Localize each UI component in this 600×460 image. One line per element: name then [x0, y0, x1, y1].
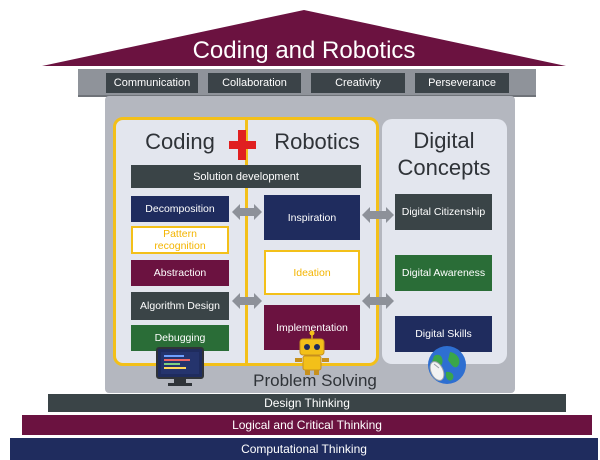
double-arrow-icon — [232, 293, 262, 309]
computational-thinking-layer: Computational Thinking — [10, 438, 598, 460]
pattern-recognition-box: Pattern recognition — [131, 226, 229, 254]
value-creativity: Creativity — [311, 73, 405, 93]
value-communication: Communication — [106, 73, 198, 93]
abstraction-box: Abstraction — [131, 260, 229, 286]
algorithm-design-box: Algorithm Design — [131, 292, 229, 320]
coding-heading: Coding — [145, 129, 215, 154]
value-collaboration: Collaboration — [208, 73, 301, 93]
double-arrow-icon — [362, 293, 394, 309]
problem-solving-label: Problem Solving — [253, 371, 377, 390]
implementation-box: Implementation — [264, 305, 360, 350]
monitor-icon — [156, 347, 204, 386]
value-perseverance: Perseverance — [415, 73, 509, 93]
solution-development-box: Solution development — [131, 165, 361, 188]
robotics-heading: Robotics — [274, 129, 360, 154]
divider-line — [245, 117, 248, 366]
plus-icon-horizontal — [229, 141, 256, 149]
roof — [42, 10, 566, 66]
debugging-box: Debugging — [131, 325, 229, 351]
digital-heading-line-2: Concepts — [397, 155, 491, 180]
double-arrow-icon — [362, 207, 394, 223]
ideation-box: Ideation — [264, 250, 360, 295]
digital-skills-box: Digital Skills — [395, 316, 492, 352]
globe-mouse-icon — [428, 346, 466, 384]
digital-citizenship-box: Digital Citizenship — [395, 194, 492, 230]
diagram-title: Coding and Robotics — [192, 37, 416, 64]
robot-icon — [295, 330, 329, 375]
double-arrow-icon — [232, 204, 262, 220]
logical-thinking-layer: Logical and Critical Thinking — [22, 415, 592, 435]
design-thinking-layer: Design Thinking — [48, 394, 566, 412]
digital-heading-line-1: Digital — [413, 128, 475, 153]
digital-concepts-heading: Digital Concepts — [385, 127, 503, 183]
decomposition-box: Decomposition — [131, 196, 229, 222]
digital-awareness-box: Digital Awareness — [395, 255, 492, 291]
inspiration-box: Inspiration — [264, 195, 360, 240]
